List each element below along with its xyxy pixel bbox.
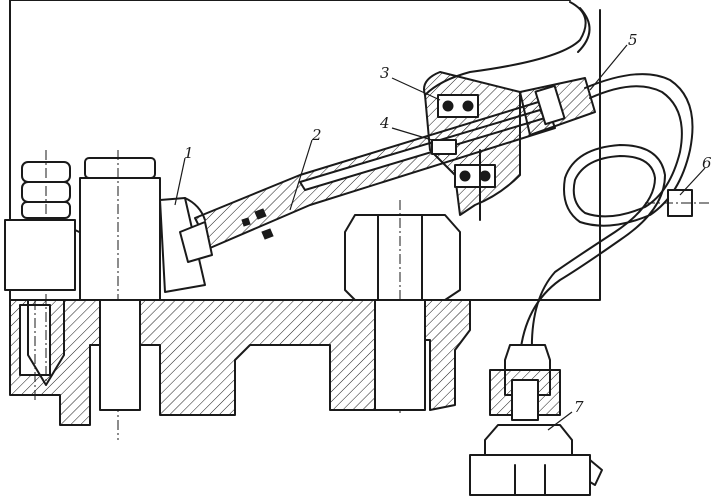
callout-labels: 1 2 3 4 5 6 7 bbox=[184, 31, 712, 416]
callout-2: 2 bbox=[311, 126, 322, 144]
callout-6: 6 bbox=[702, 154, 712, 172]
lower-fitting bbox=[469, 424, 603, 496]
center-stud-assembly bbox=[79, 150, 161, 440]
callout-7: 7 bbox=[574, 398, 584, 416]
bearing-housing bbox=[423, 71, 521, 221]
callout-3: 3 bbox=[380, 64, 390, 82]
right-nut-assembly bbox=[344, 200, 461, 415]
callout-4: 4 bbox=[379, 114, 390, 132]
callout-5: 5 bbox=[628, 31, 638, 49]
callout-1: 1 bbox=[184, 144, 194, 162]
coiled-pipe bbox=[519, 73, 694, 356]
left-stud-assembly bbox=[4, 150, 121, 386]
leader-lines bbox=[174, 44, 706, 431]
pipe-union bbox=[489, 344, 561, 421]
tube-fitting bbox=[519, 77, 596, 136]
